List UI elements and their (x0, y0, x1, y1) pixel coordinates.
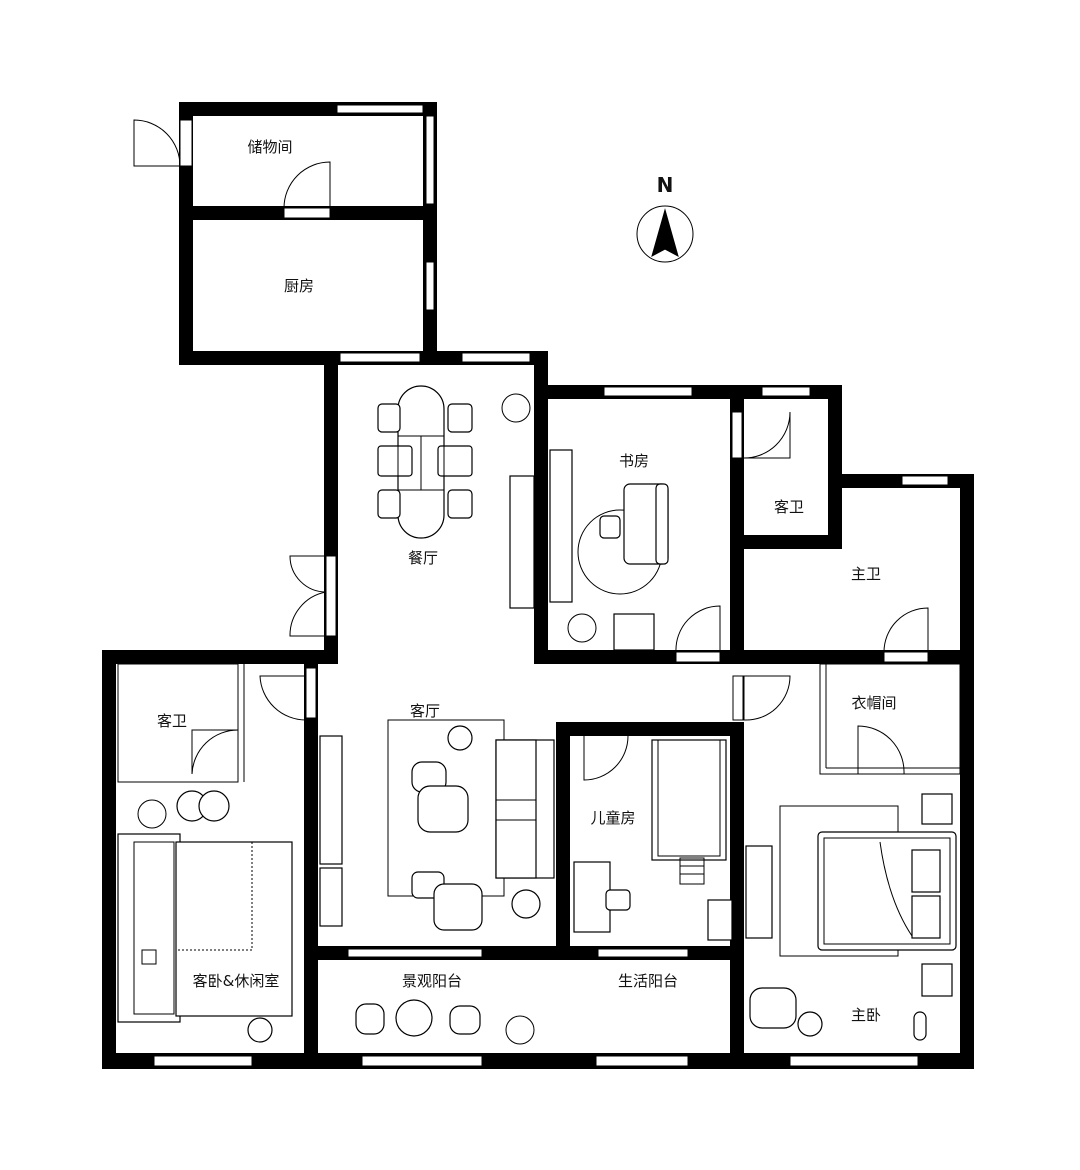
guest-bedroom-furniture (117, 790, 293, 1043)
label-guest-bath-top: 客卫 (774, 498, 804, 516)
dining-sideboard (509, 475, 535, 609)
label-master-bath: 主卫 (851, 565, 881, 583)
compass-north-label: N (657, 173, 674, 197)
label-guest-bath-left: 客卫 (157, 712, 187, 730)
label-guest-bedroom-lounge: 客卧&休闲室 (193, 972, 280, 990)
label-study: 书房 (619, 452, 649, 470)
living-furniture (319, 719, 555, 931)
plants (137, 393, 597, 1045)
label-storage: 储物间 (247, 138, 292, 156)
label-kitchen: 厨房 (284, 277, 314, 295)
windows (153, 104, 949, 1067)
label-living: 客厅 (410, 702, 440, 720)
compass: N (636, 173, 694, 263)
label-kids-room: 儿童房 (590, 809, 635, 827)
compass-ring (636, 205, 694, 263)
label-master-bedroom: 主卧 (851, 1006, 881, 1024)
balcony-furniture (355, 999, 481, 1037)
north-arrow-icon (651, 208, 679, 257)
label-dining: 餐厅 (408, 549, 438, 567)
dining-set (377, 385, 473, 539)
kids-furniture (573, 739, 733, 941)
room-labels: 储物间 厨房 餐厅 书房 客卫 主卫 客卫 客厅 衣帽间 儿童房 客卧&休闲室 … (157, 138, 897, 1024)
master-bedroom-furniture (745, 793, 957, 1041)
label-view-balcony: 景观阳台 (402, 972, 462, 990)
doors (133, 119, 929, 781)
study-furniture (549, 449, 669, 651)
partitions (117, 663, 961, 783)
label-wardrobe: 衣帽间 (851, 694, 896, 712)
label-service-balcony: 生活阳台 (618, 972, 678, 990)
